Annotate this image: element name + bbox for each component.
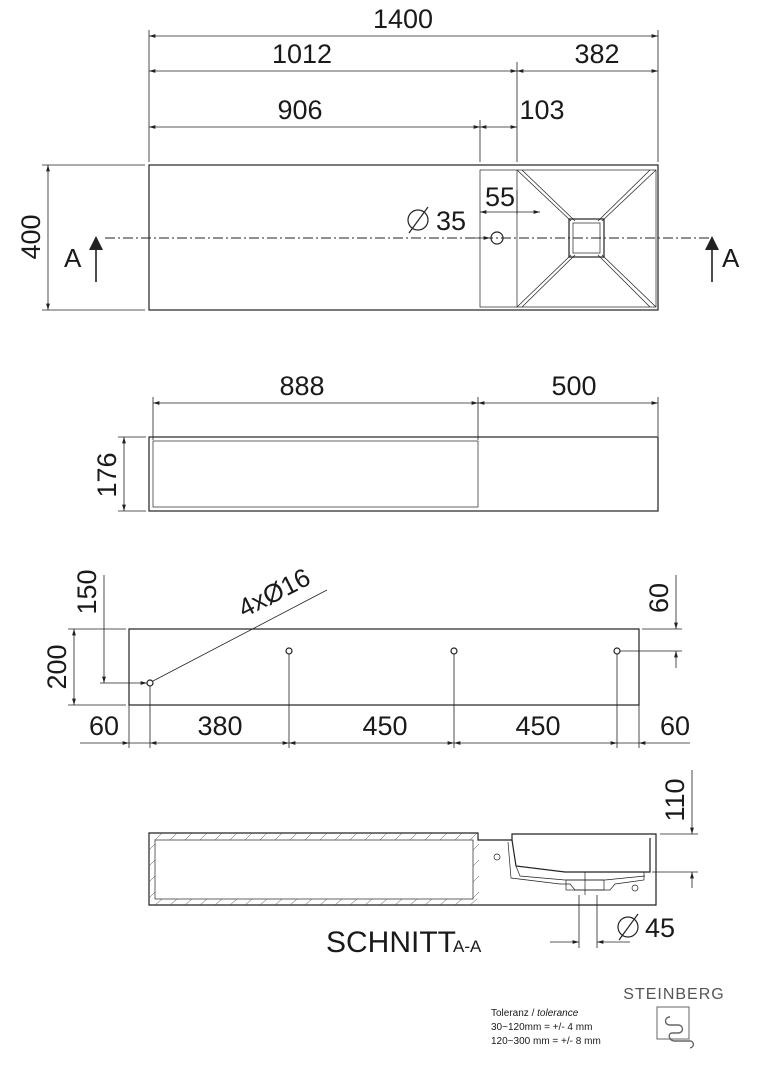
dim-basin-depth: 110 xyxy=(660,778,690,821)
section-hatch xyxy=(148,832,480,906)
dim-basin-width: 382 xyxy=(574,39,619,69)
niche-opening xyxy=(152,440,479,508)
dim-basin-offset: 1012 xyxy=(272,39,332,69)
dim-tap-hole-diameter: 35 xyxy=(436,206,466,236)
mount-hole xyxy=(285,647,293,655)
front-view: 888 500 176 xyxy=(92,371,659,512)
dim-rear-height: 200 xyxy=(42,644,72,689)
mount-hole xyxy=(613,647,621,655)
mount-hole xyxy=(450,647,458,655)
front-view-outline xyxy=(148,436,659,512)
dim-drain-diameter: 45 xyxy=(645,913,675,943)
dim-top-offset: 150 xyxy=(72,569,102,614)
dim-tap-hole-x: 55 xyxy=(485,182,515,212)
diameter-icon xyxy=(617,913,639,941)
arrow-up-icon xyxy=(705,236,719,282)
arrow-up-icon xyxy=(89,236,103,282)
tolerance-line-1: 30~120mm = +/- 4 mm xyxy=(491,1022,592,1033)
steinberg-logo-icon xyxy=(656,1006,695,1049)
dim-right-width: 500 xyxy=(551,371,596,401)
diameter-icon xyxy=(407,206,429,234)
dim-depth: 400 xyxy=(16,214,46,259)
mount-hole xyxy=(146,679,154,687)
holes-label: 4xØ16 xyxy=(233,562,315,624)
dim-spacing-right: 60 xyxy=(660,711,690,741)
dim-spacing: 450 xyxy=(515,711,560,741)
dim-spacing-left: 60 xyxy=(89,711,119,741)
top-view-outline xyxy=(148,164,659,311)
tolerance-line-2: 120~300 mm = +/- 8 mm xyxy=(491,1036,601,1047)
dim-niche-width: 888 xyxy=(279,371,324,401)
dim-tap-offset: 103 xyxy=(519,95,564,125)
tolerance-title: Toleranz / tolerance xyxy=(491,1008,579,1019)
rear-view-outline xyxy=(128,628,640,706)
section-title-suffix: A-A xyxy=(453,937,482,956)
basin-bowl xyxy=(511,838,651,873)
section-outline xyxy=(148,832,657,906)
dim-right-hole-offset: 60 xyxy=(644,583,674,613)
dim-spacing: 450 xyxy=(362,711,407,741)
section-title: SCHNITT xyxy=(326,926,456,959)
rear-view: 4xØ16 200 150 60 60 380 450 450 60 xyxy=(42,562,690,748)
section-marker-left: A xyxy=(64,243,82,273)
dim-shelf-length: 906 xyxy=(277,95,322,125)
top-view: 1400 1012 382 906 103 55 xyxy=(16,4,740,311)
dim-front-height: 176 xyxy=(92,452,122,497)
section-view: 110 45 SCHNITT A-A xyxy=(148,770,698,959)
brand-name: STEINBERG xyxy=(623,986,724,1003)
footer: Toleranz / tolerance 30~120mm = +/- 4 mm… xyxy=(491,986,724,1049)
section-marker-right: A xyxy=(722,243,740,273)
dim-total-width: 1400 xyxy=(373,4,433,34)
dim-spacing: 380 xyxy=(197,711,242,741)
